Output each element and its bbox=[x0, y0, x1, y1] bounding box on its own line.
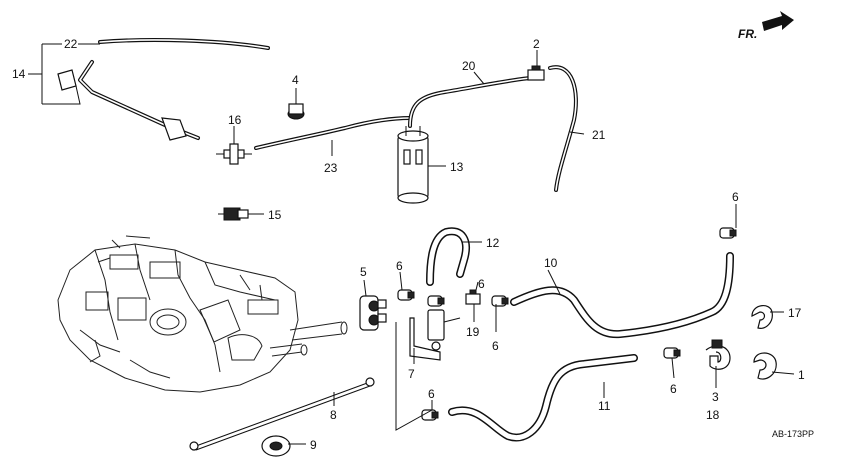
callout-19: 19 bbox=[466, 325, 480, 339]
callout-6: 6 bbox=[428, 387, 435, 401]
part-20-vacuum-hose bbox=[408, 76, 532, 128]
part-9-grommet bbox=[261, 435, 291, 457]
heater-unit-illustration bbox=[57, 235, 348, 393]
callout-6: 6 bbox=[670, 382, 677, 396]
part-6-hose-clamp bbox=[397, 289, 415, 301]
callout-15: 15 bbox=[268, 208, 282, 222]
callout-23: 23 bbox=[324, 161, 338, 175]
part-8-control-cable bbox=[189, 377, 375, 451]
part-callouts: 22 14 4 16 20 2 21 13 23 15 12 10 6 5 6 … bbox=[12, 37, 805, 452]
callout-13: 13 bbox=[450, 160, 464, 174]
part-6-hose-clamp bbox=[719, 227, 737, 239]
part-11-heater-hose bbox=[448, 354, 638, 442]
part-12-heater-hose bbox=[426, 227, 470, 286]
front-label: FR. bbox=[738, 27, 757, 41]
part-17-hose-clip bbox=[751, 305, 773, 329]
arrow-right-icon bbox=[762, 11, 794, 31]
part-1-hose-clip bbox=[753, 352, 777, 380]
callout-14: 14 bbox=[12, 67, 26, 81]
callout-10: 10 bbox=[544, 256, 558, 270]
callout-6: 6 bbox=[396, 259, 403, 273]
part-15-vacuum-valve bbox=[218, 207, 249, 221]
part-10-heater-hose bbox=[510, 252, 734, 339]
leader-lines bbox=[28, 43, 795, 445]
part-22-hose bbox=[98, 38, 270, 50]
callout-6: 6 bbox=[732, 190, 739, 204]
part-19-fitting bbox=[465, 289, 481, 305]
callout-9: 9 bbox=[310, 438, 317, 452]
part-6-hose-clamp bbox=[491, 295, 509, 307]
callout-21: 21 bbox=[592, 128, 606, 142]
part-5-grommet bbox=[359, 295, 387, 331]
diagram-reference-code: AB-173PP bbox=[772, 429, 814, 439]
callout-1: 1 bbox=[798, 368, 805, 382]
callout-20: 20 bbox=[462, 59, 476, 73]
callout-6: 6 bbox=[492, 339, 499, 353]
front-orientation-indicator: FR. bbox=[738, 11, 794, 41]
callout-7: 7 bbox=[408, 367, 415, 381]
callout-16: 16 bbox=[228, 113, 242, 127]
callout-3: 3 bbox=[712, 390, 719, 404]
callout-6: 6 bbox=[478, 277, 485, 291]
callout-17: 17 bbox=[788, 306, 802, 320]
part-2-check-valve bbox=[527, 65, 545, 81]
part-23-vacuum-hose bbox=[254, 116, 412, 150]
callout-12: 12 bbox=[486, 236, 500, 250]
callout-11: 11 bbox=[598, 399, 611, 413]
part-3-18-hose-clip bbox=[705, 339, 731, 370]
callout-22: 22 bbox=[64, 37, 78, 51]
callout-4: 4 bbox=[292, 73, 299, 87]
part-14-bracket-assembly bbox=[57, 60, 200, 141]
part-6-hose-clamp bbox=[427, 295, 445, 307]
part-13-vacuum-tank bbox=[397, 126, 429, 204]
callout-18: 18 bbox=[706, 408, 720, 422]
part-21-hose bbox=[548, 65, 578, 192]
callout-2: 2 bbox=[533, 37, 540, 51]
part-7-water-valve bbox=[409, 309, 461, 361]
part-4-grommet bbox=[287, 103, 305, 120]
part-6-hose-clamp bbox=[663, 347, 681, 359]
part-16-vacuum-tee bbox=[216, 143, 252, 165]
callout-5: 5 bbox=[360, 265, 367, 279]
callout-8: 8 bbox=[330, 408, 337, 422]
